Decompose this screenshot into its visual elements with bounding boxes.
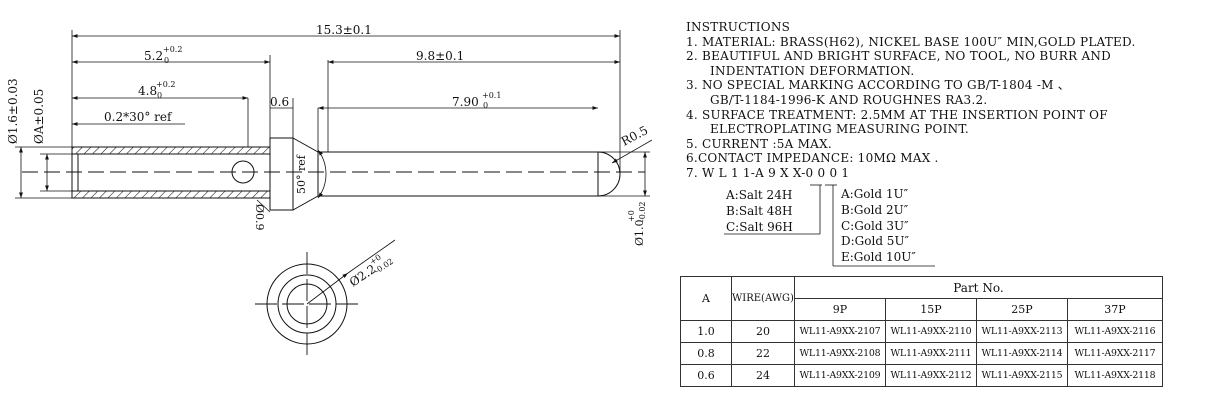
part-number-header: Part No. xyxy=(793,276,1163,299)
dimension-lines xyxy=(19,34,653,213)
salt-option: C:Salt 96H xyxy=(726,219,793,234)
part-number-table: A WIRE(AWG) Part No. 9P 15P 25P 37P 1.0 … xyxy=(680,276,1163,387)
salt-options: A:Salt 24H B:Salt 48H C:Salt 96H xyxy=(726,188,793,235)
collar xyxy=(269,137,294,211)
instruction-line: INDENTATION DEFORMATION. xyxy=(710,63,915,78)
column-header-wire: WIRE(AWG) xyxy=(731,276,795,321)
cone-angle-label: 50° ref xyxy=(295,154,308,194)
pin-shank-length-label: 7.90 xyxy=(452,95,479,109)
gold-option: C:Gold 3U″ xyxy=(841,218,909,233)
pin-diameter-label: Ø1.0 xyxy=(633,219,646,246)
instruction-line: GB/T-1184-1996-K AND ROUGHNES RA3.2. xyxy=(710,92,988,107)
hole-depth-label: 4.8 xyxy=(138,84,157,98)
instruction-line: ELECTROPLATING MEASURING POINT. xyxy=(710,122,969,137)
instruction-line: 1. MATERIAL: BRASS(H62), NICKEL BASE 100… xyxy=(686,34,1136,49)
extension-lines xyxy=(15,30,650,199)
outer-diameter-label: Ø1.6±0.03 xyxy=(6,78,20,144)
collar-width-label: 0.6 xyxy=(270,95,289,109)
svg-text:+0: +0 xyxy=(627,210,636,222)
svg-text:0: 0 xyxy=(483,101,488,110)
table-row: 1.0 20 WL11-A9XX-2107 WL11-A9XX-2110 WL1… xyxy=(680,320,1163,343)
svg-text:+0.2: +0.2 xyxy=(156,80,175,89)
instruction-line: 3. NO SPECIAL MARKING ACCORDING TO GB/T-… xyxy=(686,78,1070,93)
dimension-labels: 15.3±0.1 5.2 +0.2 0 9.8±0.1 4.8 +0.2 0 0… xyxy=(6,23,650,246)
gold-option: D:Gold 5U″ xyxy=(841,234,910,249)
svg-text:+0.1: +0.1 xyxy=(482,91,501,100)
svg-text:0: 0 xyxy=(164,56,169,65)
body-length-label: 5.2 xyxy=(144,49,163,63)
instruction-line: 4. SURFACE TREATMENT: 2.5MM AT THE INSER… xyxy=(686,107,1108,122)
gold-option: B:Gold 2U″ xyxy=(841,202,909,217)
gold-option: E:Gold 10U″ xyxy=(841,250,916,265)
svg-text:-0.02: -0.02 xyxy=(638,201,647,222)
instruction-line: 5. CURRENT :5A MAX. xyxy=(686,136,832,151)
pin-shank xyxy=(318,151,599,197)
salt-option: B:Salt 48H xyxy=(726,203,793,218)
pin-length-label: 9.8±0.1 xyxy=(416,49,464,63)
instructions-block: INSTRUCTIONS 1. MATERIAL: BRASS(H62), NI… xyxy=(686,20,1201,181)
overall-length-label: 15.3±0.1 xyxy=(316,23,372,37)
instructions-heading: INSTRUCTIONS xyxy=(686,20,791,34)
collar-diameter-label: Ø0.9 xyxy=(253,204,266,231)
column-header-25p: 25P xyxy=(975,298,1068,321)
gold-options: A:Gold 1U″ B:Gold 2U″ C:Gold 3U″ D:Gold … xyxy=(841,187,916,266)
column-header-a: A xyxy=(680,276,732,321)
chamfer-label: 0.2*30° ref xyxy=(104,110,173,124)
pin-tip xyxy=(597,151,621,197)
column-header-15p: 15P xyxy=(884,298,977,321)
column-header-9p: 9P xyxy=(793,298,886,321)
instruction-line: 6.CONTACT IMPEDANCE: 10MΩ MAX . xyxy=(686,151,939,166)
gold-option: A:Gold 1U″ xyxy=(841,187,909,201)
technical-drawing: 15.3±0.1 5.2 +0.2 0 9.8±0.1 4.8 +0.2 0 0… xyxy=(6,23,653,356)
part-number-code: 7. W L 1 1-A 9 X X-0 0 0 1 xyxy=(686,165,850,180)
wire-hole-diameter-label: ØA±0.05 xyxy=(32,89,46,144)
table-row: 0.8 22 WL11-A9XX-2108 WL11-A9XX-2111 WL1… xyxy=(680,342,1163,365)
svg-text:0: 0 xyxy=(157,91,162,100)
table-row: 0.6 24 WL11-A9XX-2109 WL11-A9XX-2112 WL1… xyxy=(680,364,1163,387)
column-header-37p: 37P xyxy=(1066,298,1163,321)
instruction-line: 2. BEAUTIFUL AND BRIGHT SURFACE, NO TOOL… xyxy=(686,49,1111,64)
salt-option: A:Salt 24H xyxy=(726,188,793,202)
svg-text:+0.2: +0.2 xyxy=(163,45,182,54)
